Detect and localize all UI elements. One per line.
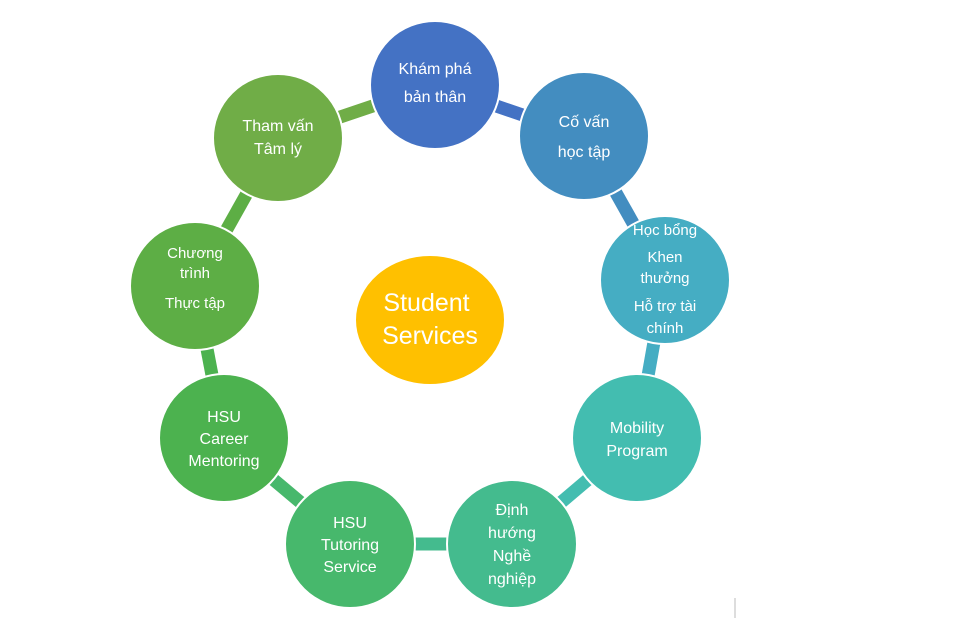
service-circle bbox=[212, 73, 344, 203]
center-label: Student Services bbox=[382, 289, 478, 350]
service-circle bbox=[129, 221, 261, 351]
service-circle bbox=[369, 20, 501, 150]
service-circle bbox=[446, 479, 578, 609]
center-ellipse bbox=[354, 254, 506, 386]
service-circle bbox=[284, 479, 416, 609]
service-circle bbox=[518, 71, 650, 201]
service-circle bbox=[158, 373, 290, 503]
service-circle bbox=[599, 215, 731, 345]
service-circle bbox=[571, 373, 703, 503]
